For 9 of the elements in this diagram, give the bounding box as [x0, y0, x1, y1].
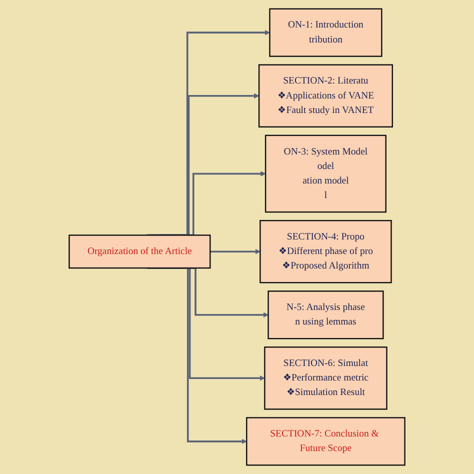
arrow: [210, 248, 260, 254]
node-box: ON-1: Introduction tribution: [269, 8, 382, 57]
node-box: Organization of the Article: [68, 234, 211, 269]
node-box: SECTION-7: Conclusion & Future Scope: [246, 417, 406, 466]
node-box: ON-3: System Model odel ation model l: [264, 134, 386, 213]
node-box: SECTION-6: Simulat ❖Performance metric ❖Simulation Result: [264, 346, 388, 410]
node-box: SECTION-4: Propo ❖Different phase of pro ❖Proposed Algorithm: [260, 220, 392, 284]
node-box: N-5: Analysis phase n using lemmas: [268, 290, 384, 340]
node-box: SECTION-2: Literatu ❖Applications of VANE ❖Fault study in VANET: [258, 64, 393, 128]
